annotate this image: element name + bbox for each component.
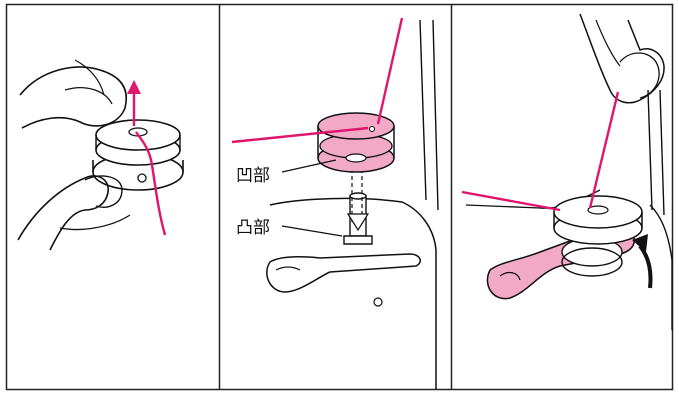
lower-hand bbox=[18, 176, 108, 250]
upper-hand bbox=[20, 67, 126, 128]
bobbin-panel-2 bbox=[318, 113, 394, 172]
thread-panel-3a bbox=[590, 92, 618, 208]
fingers-panel-3 bbox=[580, 14, 664, 103]
panel-1 bbox=[18, 60, 183, 250]
panel-2: 凹部 凸部 bbox=[232, 18, 438, 389]
convex-label: 凸部 bbox=[236, 218, 270, 238]
push-arrow-icon bbox=[640, 246, 651, 288]
up-arrow-icon bbox=[127, 80, 141, 94]
bobbin-panel-3 bbox=[554, 196, 642, 244]
panel-3 bbox=[462, 14, 672, 330]
bobbin-panel-1 bbox=[93, 120, 183, 190]
concave-label: 凹部 bbox=[236, 166, 270, 186]
winder-lever bbox=[267, 254, 420, 292]
thread-panel-2a bbox=[378, 18, 402, 124]
